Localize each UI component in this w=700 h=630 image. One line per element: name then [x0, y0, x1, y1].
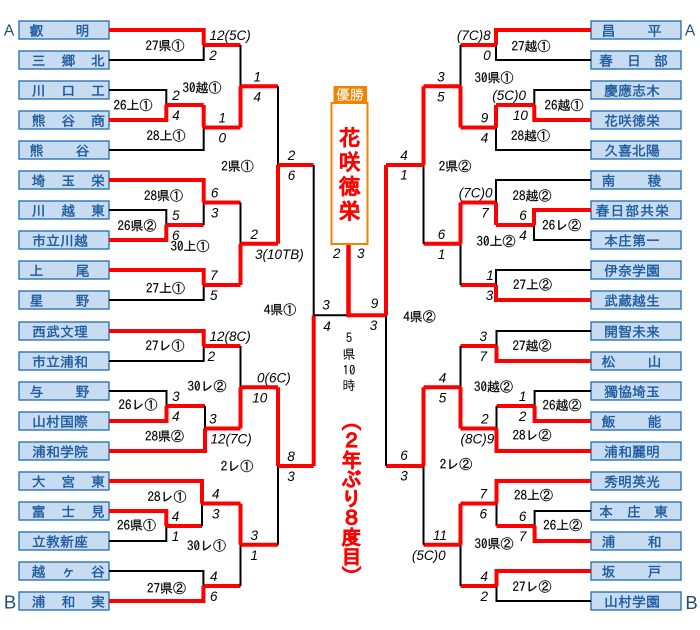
svg-text:3: 3 — [437, 70, 445, 85]
svg-text:7: 7 — [210, 268, 218, 283]
svg-text:1: 1 — [438, 247, 446, 262]
svg-text:4: 4 — [212, 487, 220, 502]
svg-text:7: 7 — [480, 487, 488, 502]
svg-text:2: 2 — [207, 349, 216, 364]
svg-text:6: 6 — [480, 507, 488, 522]
svg-text:4: 4 — [439, 370, 447, 385]
svg-text:3: 3 — [322, 298, 330, 313]
svg-text:12(8C): 12(8C) — [210, 329, 251, 344]
svg-text:4: 4 — [323, 319, 331, 334]
svg-text:3: 3 — [211, 206, 219, 221]
svg-text:6: 6 — [519, 509, 527, 524]
svg-text:7: 7 — [481, 206, 489, 221]
svg-text:2: 2 — [480, 589, 489, 604]
svg-text:8: 8 — [287, 449, 295, 464]
svg-text:10: 10 — [513, 108, 529, 123]
svg-text:1: 1 — [486, 268, 494, 283]
svg-text:A: A — [685, 22, 696, 39]
svg-text:9: 9 — [481, 111, 489, 126]
svg-text:6: 6 — [519, 208, 527, 223]
svg-text:3: 3 — [209, 412, 217, 427]
svg-text:6: 6 — [288, 168, 296, 183]
svg-text:7: 7 — [480, 349, 488, 364]
svg-text:(5C)0: (5C)0 — [412, 548, 446, 563]
svg-text:3: 3 — [486, 288, 494, 303]
svg-text:3: 3 — [287, 469, 295, 484]
svg-text:6: 6 — [211, 186, 219, 201]
svg-text:0(6C): 0(6C) — [257, 370, 291, 385]
svg-text:11: 11 — [433, 528, 447, 543]
svg-text:B: B — [4, 592, 16, 613]
svg-text:4: 4 — [210, 569, 218, 584]
svg-text:1: 1 — [400, 168, 408, 183]
svg-text:10: 10 — [252, 390, 268, 405]
svg-text:2: 2 — [171, 88, 180, 103]
svg-text:5: 5 — [439, 390, 447, 405]
svg-text:2: 2 — [287, 148, 296, 163]
svg-text:4: 4 — [481, 569, 489, 584]
svg-text:0: 0 — [219, 131, 227, 146]
svg-text:3: 3 — [400, 469, 408, 484]
svg-text:12(5C): 12(5C) — [210, 28, 251, 43]
svg-text:B: B — [685, 592, 697, 613]
svg-text:5: 5 — [210, 288, 218, 303]
svg-text:A: A — [4, 22, 15, 39]
svg-text:4: 4 — [519, 228, 527, 243]
svg-text:9: 9 — [371, 296, 379, 311]
svg-text:12(7C): 12(7C) — [211, 432, 252, 447]
svg-text:1: 1 — [219, 111, 227, 126]
svg-text:2: 2 — [518, 409, 527, 424]
svg-text:6: 6 — [400, 448, 408, 463]
svg-text:3: 3 — [172, 389, 180, 404]
svg-text:3: 3 — [212, 507, 220, 522]
svg-text:4: 4 — [172, 108, 180, 123]
svg-text:1: 1 — [172, 529, 180, 544]
svg-text:0: 0 — [483, 48, 491, 63]
svg-text:1: 1 — [254, 70, 262, 85]
svg-text:6: 6 — [210, 589, 218, 604]
svg-text:(7C)0: (7C)0 — [459, 186, 493, 201]
svg-text:4: 4 — [400, 148, 408, 163]
svg-text:7: 7 — [519, 529, 527, 544]
svg-text:5: 5 — [437, 90, 445, 105]
svg-text:1: 1 — [251, 548, 259, 563]
svg-text:(7C)8: (7C)8 — [457, 28, 491, 43]
svg-text:(8C)9: (8C)9 — [461, 432, 495, 447]
svg-text:4: 4 — [172, 509, 180, 524]
svg-text:5: 5 — [172, 208, 180, 223]
svg-text:4: 4 — [172, 409, 180, 424]
svg-text:2: 2 — [332, 246, 341, 261]
svg-text:1: 1 — [519, 389, 527, 404]
svg-text:4: 4 — [254, 90, 262, 105]
svg-text:3: 3 — [357, 246, 365, 261]
svg-text:4: 4 — [481, 131, 489, 146]
svg-text:2: 2 — [208, 48, 217, 63]
svg-text:3: 3 — [370, 318, 378, 333]
svg-text:3: 3 — [480, 329, 488, 344]
svg-text:6: 6 — [438, 227, 446, 242]
svg-text:2: 2 — [250, 227, 259, 242]
svg-text:3(10TB): 3(10TB) — [255, 247, 304, 262]
svg-text:(5C)0: (5C)0 — [492, 88, 526, 103]
svg-text:3: 3 — [251, 528, 259, 543]
svg-text:6: 6 — [172, 228, 180, 243]
svg-text:2: 2 — [480, 412, 489, 427]
